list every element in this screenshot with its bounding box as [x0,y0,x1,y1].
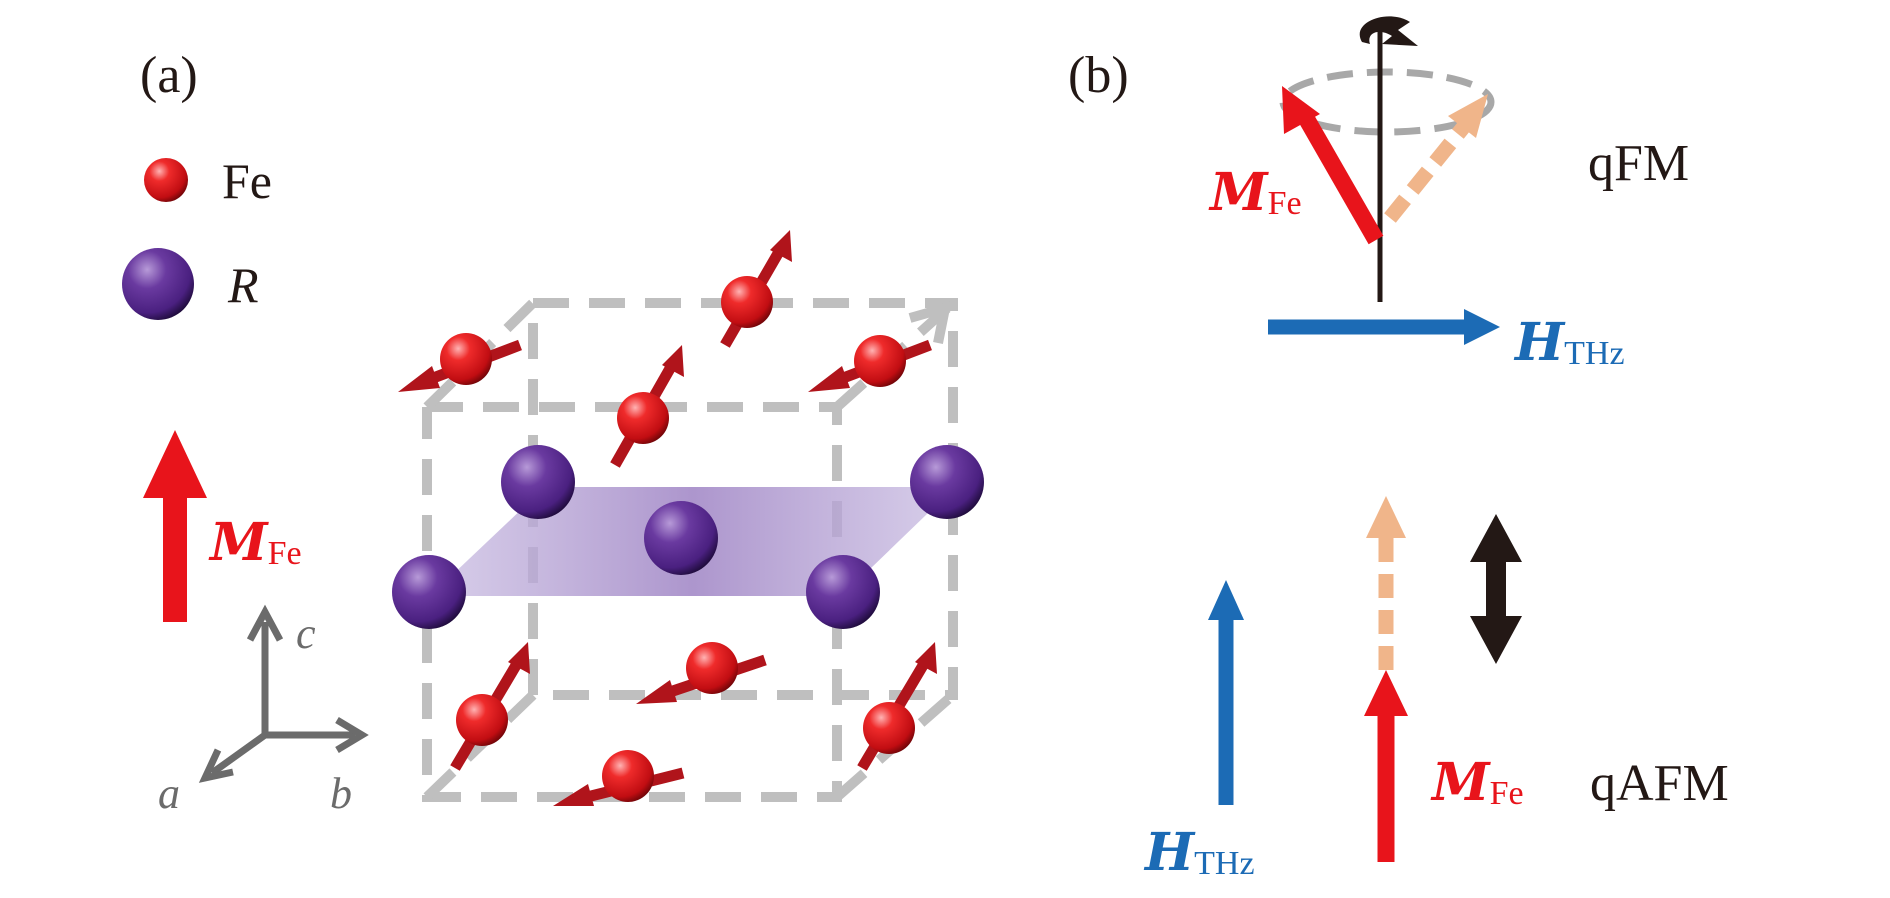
r-atom [806,555,880,629]
amplitude-oscillation-double-arrow-icon [1470,514,1522,664]
fe-atom [686,642,738,694]
axis-b-label: b [330,769,352,818]
precession-cone-ellipse [1279,68,1495,136]
r-atom [644,501,718,575]
thz-field-arrow-vertical [1208,580,1244,805]
cell-edge-arrowhead-icon [908,300,952,344]
fe-atom-legend-icon [144,158,188,202]
fe-atom [863,702,915,754]
r-atoms [392,445,984,629]
m-fe-label-qfm: MFe [1208,162,1302,223]
m-fe-label-qafm: MFe [1430,752,1524,813]
rotation-icon [1359,16,1418,46]
fe-atom [617,392,669,444]
axis-c-label: c [296,609,316,658]
thz-field-arrow-horizontal [1268,309,1500,345]
h-thz-label-qfm: HTHz [1513,312,1625,373]
r-legend-label: R [227,257,259,313]
m-fe-label-a: MFe [208,512,302,573]
qafm-state-label: qAFM [1590,755,1729,812]
magnetization-arrow-qafm [1364,670,1408,862]
axis-a-label: a [158,769,180,818]
r-atom-legend-icon [122,248,194,320]
precessing-magnetization-ghost-arrow [1384,94,1488,223]
crystal-axes [198,604,369,783]
fe-atom [440,333,492,385]
r-atom [501,445,575,519]
fe-atom [602,750,654,802]
fe-legend-label: Fe [222,153,272,209]
magnetization-arrow-icon [143,430,207,622]
panel-b-label: (b) [1068,47,1129,104]
panel-a-label: (a) [140,47,198,104]
fe-atoms [440,276,915,802]
fe-atom [456,694,508,746]
h-thz-label-qafm: HTHz [1143,822,1255,883]
fe-atom [721,276,773,328]
magnetization-arrow-qfm [1282,86,1384,245]
qfm-state-label: qFM [1588,135,1689,192]
fe-atom [854,335,906,387]
r-atom [910,445,984,519]
r-atom [392,555,466,629]
longitudinal-mode-ghost-arrow [1366,496,1406,670]
